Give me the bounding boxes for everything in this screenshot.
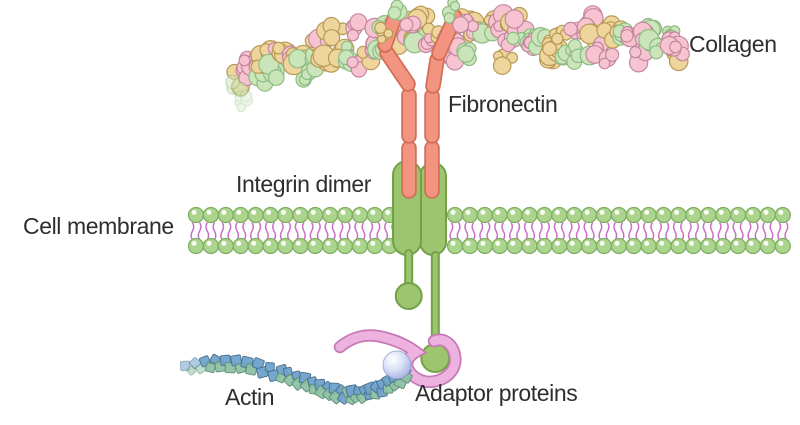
label-adaptor-proteins: Adaptor proteins [415,380,578,406]
cell-membrane [187,206,791,255]
label-actin: Actin [225,384,275,410]
label-cell-membrane: Cell membrane [23,213,174,239]
collagen-fiber-front [374,0,479,44]
label-integrin-dimer: Integrin dimer [236,171,372,197]
adaptor-sphere[interactable] [382,350,412,380]
label-fibronectin: Fibronectin [448,91,558,117]
label-collagen: Collagen [689,31,777,57]
actin-filament [179,353,413,405]
collagen-fiber [225,4,690,113]
